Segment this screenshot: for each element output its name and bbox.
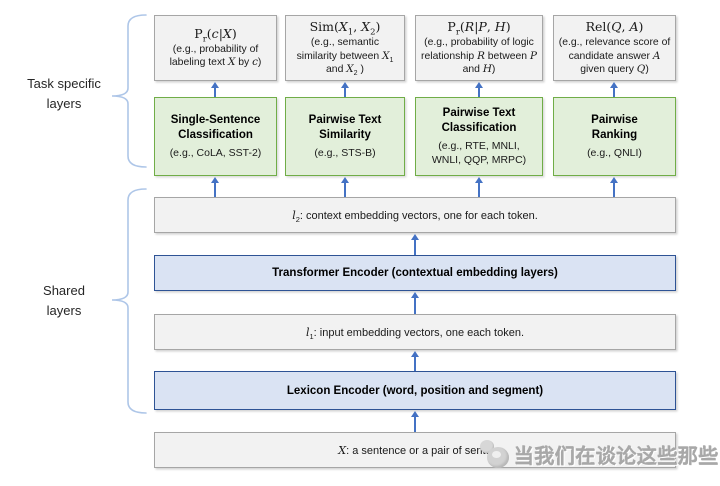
formula-description: (e.g., probability of logic relationship… xyxy=(421,37,537,76)
up-arrow xyxy=(474,177,484,197)
task-layer-examples: (e.g., STS-B) xyxy=(314,146,376,159)
up-arrow xyxy=(340,177,350,197)
l2-context-embedding-bar: l2: context embedding vectors, one for e… xyxy=(154,197,676,233)
task-layer-name: Pairwise Text Similarity xyxy=(308,113,382,142)
formula-sim-x1-x2: Sim(X1, X2) xyxy=(309,19,381,38)
transformer-encoder-bar: Transformer Encoder (contextual embeddin… xyxy=(154,255,676,291)
up-arrow xyxy=(410,411,420,432)
task-specific-brace xyxy=(111,14,147,168)
output-box-ranking: Rel(Q, A) (e.g., relevance score of cand… xyxy=(553,15,676,81)
task-layer-name: Pairwise Text Classification xyxy=(441,106,517,135)
formula-description: (e.g., relevance score of candidate answ… xyxy=(558,37,671,76)
shared-layers-label: Shared layers xyxy=(43,283,85,318)
up-arrow xyxy=(210,82,220,97)
up-arrow xyxy=(410,292,420,314)
shared-layers-brace xyxy=(111,188,147,414)
task-layer-examples: (e.g., QNLI) xyxy=(587,146,642,159)
output-box-classification: Pr(c|X) (e.g., probability of labeling t… xyxy=(154,15,277,81)
up-arrow xyxy=(410,351,420,371)
input-sentence-bar: X: a sentence or a pair of sente xyxy=(154,432,676,468)
formula-rel-q-a: Rel(Q, A) xyxy=(585,19,644,35)
task-layer-name: Single-Sentence Classification xyxy=(170,113,261,142)
l1-input-embedding-bar: l1: input embedding vectors, one each to… xyxy=(154,314,676,350)
formula-description: (e.g., semantic similarity between X1 an… xyxy=(296,37,394,78)
formula-description: (e.g., probability of labeling text X by… xyxy=(169,43,262,69)
up-arrow xyxy=(609,177,619,197)
formula-pr-r-p-h: Pr(R|P, H) xyxy=(447,19,511,38)
task-layer-pairwise-text-similarity: Pairwise Text Similarity (e.g., STS-B) xyxy=(285,97,405,176)
task-layer-single-sentence-classification: Single-Sentence Classification (e.g., Co… xyxy=(154,97,277,176)
up-arrow xyxy=(340,82,350,97)
task-layer-pairwise-text-classification: Pairwise Text Classification (e.g., RTE,… xyxy=(415,97,543,176)
task-layer-name: Pairwise Ranking xyxy=(591,113,638,142)
up-arrow xyxy=(474,82,484,97)
formula-pr-c-x: Pr(c|X) xyxy=(194,26,237,45)
watermark-logo-icon xyxy=(480,440,514,472)
watermark-text: 当我们在谈论这些那些 xyxy=(514,446,719,468)
task-layer-pairwise-ranking: Pairwise Ranking (e.g., QNLI) xyxy=(553,97,676,176)
lexicon-encoder-label: Lexicon Encoder (word, position and segm… xyxy=(286,384,544,397)
input-bar-text: X: a sentence or a pair of sente xyxy=(338,443,492,457)
watermark: 当我们在谈论这些那些 xyxy=(478,436,720,476)
l1-bar-text: l1: input embedding vectors, one each to… xyxy=(305,325,525,341)
l2-bar-text: l2: context embedding vectors, one for e… xyxy=(292,208,538,224)
output-box-similarity: Sim(X1, X2) (e.g., semantic similarity b… xyxy=(285,15,405,81)
up-arrow xyxy=(609,82,619,97)
up-arrow xyxy=(210,177,220,197)
up-arrow xyxy=(410,234,420,255)
transformer-encoder-label: Transformer Encoder (contextual embeddin… xyxy=(272,267,558,279)
output-box-pairwise-classification: Pr(R|P, H) (e.g., probability of logic r… xyxy=(415,15,543,81)
task-specific-layers-label: Task specific layers xyxy=(27,76,101,111)
lexicon-encoder-bar: Lexicon Encoder (word, position and segm… xyxy=(154,371,676,410)
task-layer-examples: (e.g., CoLA, SST-2) xyxy=(169,146,262,159)
task-layer-examples: (e.g., RTE, MNLI, WNLI, QQP, MRPC) xyxy=(431,139,527,166)
